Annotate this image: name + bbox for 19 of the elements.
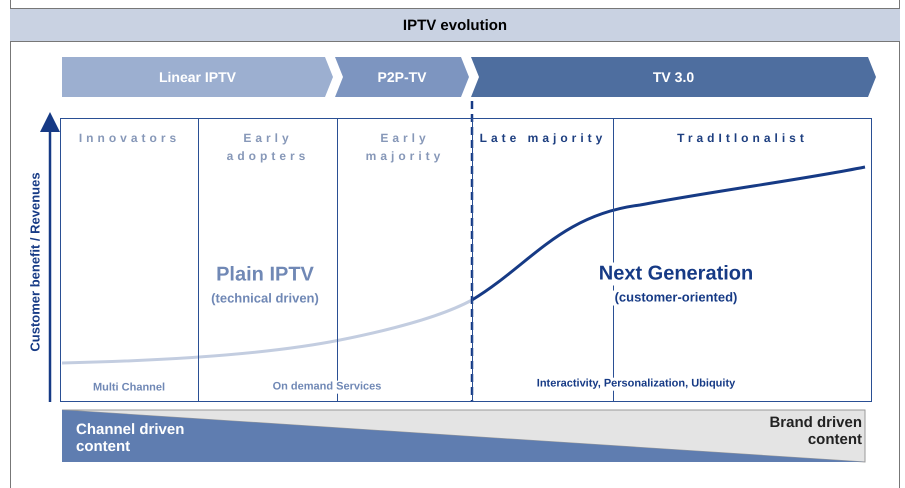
phase-label: TV 3.0 [652, 69, 694, 85]
band-label: Brand driven content [768, 414, 862, 448]
title-bar: IPTV evolution [10, 8, 900, 42]
feature-label: On demand Services [270, 380, 384, 394]
segment-label: Innovators [78, 130, 182, 147]
segment-label: Late majority [478, 130, 608, 147]
phase-label: Linear IPTV [158, 69, 236, 85]
segment-label: Early majority [364, 130, 446, 165]
phase-banner [335, 57, 469, 97]
phase-label: P2P-TV [377, 69, 426, 85]
feature-label: Interactivity, Personalization, Ubiquity [534, 378, 738, 390]
segment-subheading: (customer-oriented) [612, 290, 740, 306]
segment-subheading: (technical driven) [209, 292, 321, 306]
axis-label: Customer benefit / Revenues [28, 172, 44, 352]
phase-banner [62, 57, 333, 97]
band-label: Channel driven content [76, 421, 186, 456]
segment-label: Early adopters [226, 130, 310, 165]
phase-banner [471, 57, 876, 97]
segment-label: TradItlonalist [676, 130, 809, 147]
